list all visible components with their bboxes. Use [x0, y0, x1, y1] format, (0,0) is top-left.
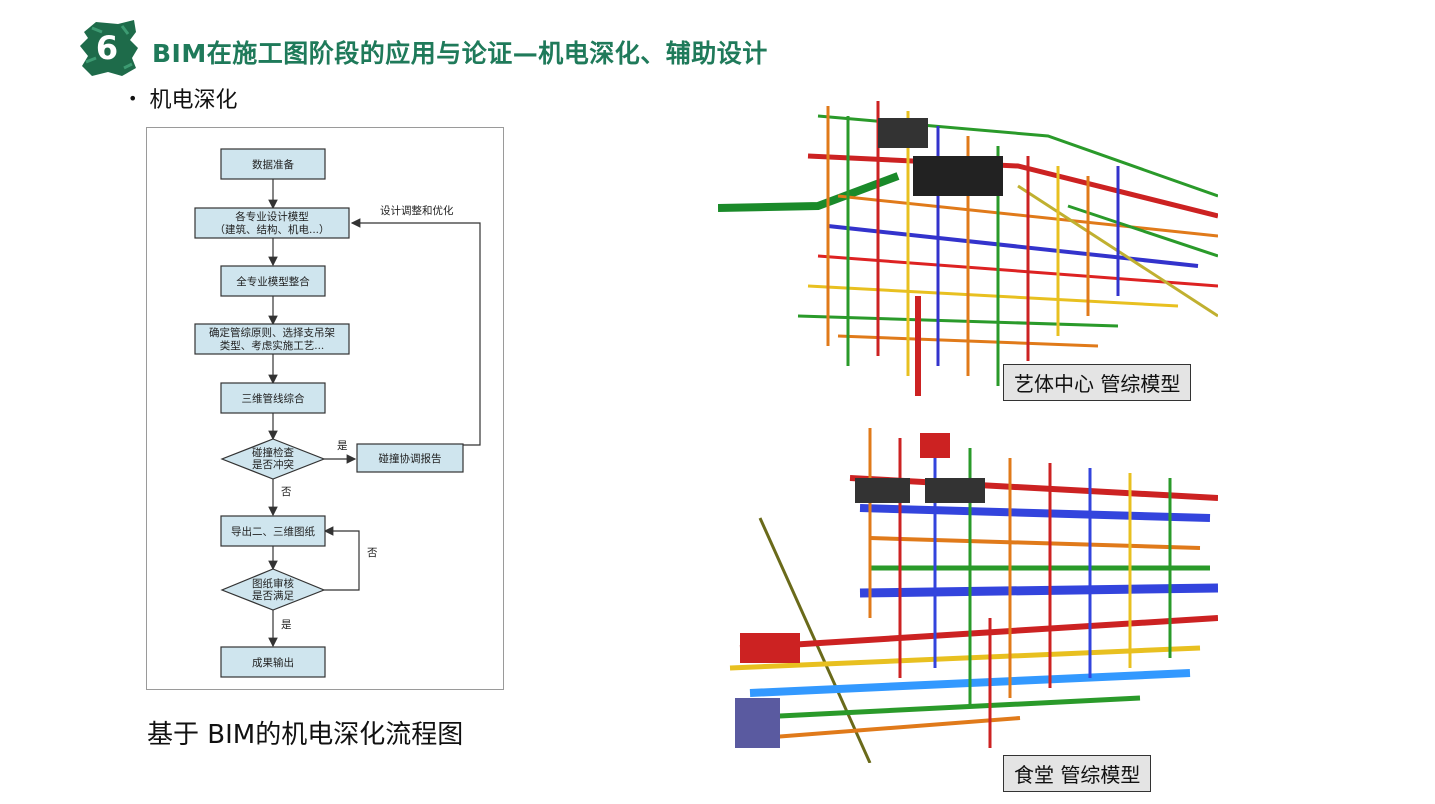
badge-number: 6: [96, 29, 118, 67]
edge-label-no-clash: 否: [281, 486, 292, 498]
step-output: [220, 646, 326, 678]
edge-label-yes-review: 是: [281, 619, 292, 631]
flowchart: 数据准备 各专业设计模型 （建筑、结构、机电...） 全专业模型整合 确定管综原…: [194, 148, 481, 678]
decision-clash-label-1: 碰撞检查: [252, 446, 294, 459]
decision-clash: [220, 438, 326, 480]
step-models-label-1: 各专业设计模型: [235, 210, 309, 223]
step-rules: [194, 323, 350, 355]
section-number-badge: 6: [80, 20, 138, 76]
step-combine-label: 三维管线综合: [242, 392, 305, 405]
bullet-item: • 机电深化: [128, 82, 237, 114]
step-output-label: 成果输出: [252, 656, 294, 669]
step-data-prep-label: 数据准备: [252, 158, 294, 171]
step-models: [194, 207, 350, 239]
edge-label-yes-clash: 是: [337, 440, 348, 452]
step-data-prep: [220, 148, 326, 180]
page-title: BIM在施工图阶段的应用与论证—机电深化、辅助设计: [152, 39, 768, 68]
decision-review-label-2: 是否满足: [252, 590, 294, 602]
mep-model-image-arts-center: [718, 101, 1218, 396]
flowchart-frame: 数据准备 各专业设计模型 （建筑、结构、机电...） 全专业模型整合 确定管综原…: [146, 127, 504, 690]
step-report-label: 碰撞协调报告: [379, 452, 442, 465]
decision-review: [220, 568, 326, 611]
model-label-canteen: 食堂 管综模型: [1003, 755, 1152, 792]
edge-label-adjust: 设计调整和优化: [380, 204, 454, 217]
edge-label-no-review: 否: [367, 547, 378, 559]
step-export-label: 导出二、三维图纸: [231, 525, 315, 538]
step-report: [356, 443, 464, 473]
step-export: [220, 515, 326, 547]
step-combine: [220, 382, 326, 414]
bullet-mark: •: [128, 89, 138, 108]
model-label-arts-center: 艺体中心 管综模型: [1003, 364, 1192, 401]
step-rules-label-2: 类型、考虑实施工艺...: [220, 339, 325, 352]
step-integrate-label: 全专业模型整合: [236, 275, 310, 288]
decision-review-label-1: 图纸审核: [252, 577, 294, 590]
flowchart-caption: 基于 BIM的机电深化流程图: [147, 720, 464, 750]
step-rules-label-1: 确定管综原则、选择支吊架: [209, 326, 335, 339]
decision-clash-label-2: 是否冲突: [252, 458, 294, 471]
bullet-text: 机电深化: [149, 88, 238, 113]
mep-model-image-canteen: [729, 428, 1218, 763]
step-integrate: [220, 265, 326, 297]
step-models-label-2: （建筑、结构、机电...）: [214, 223, 329, 236]
